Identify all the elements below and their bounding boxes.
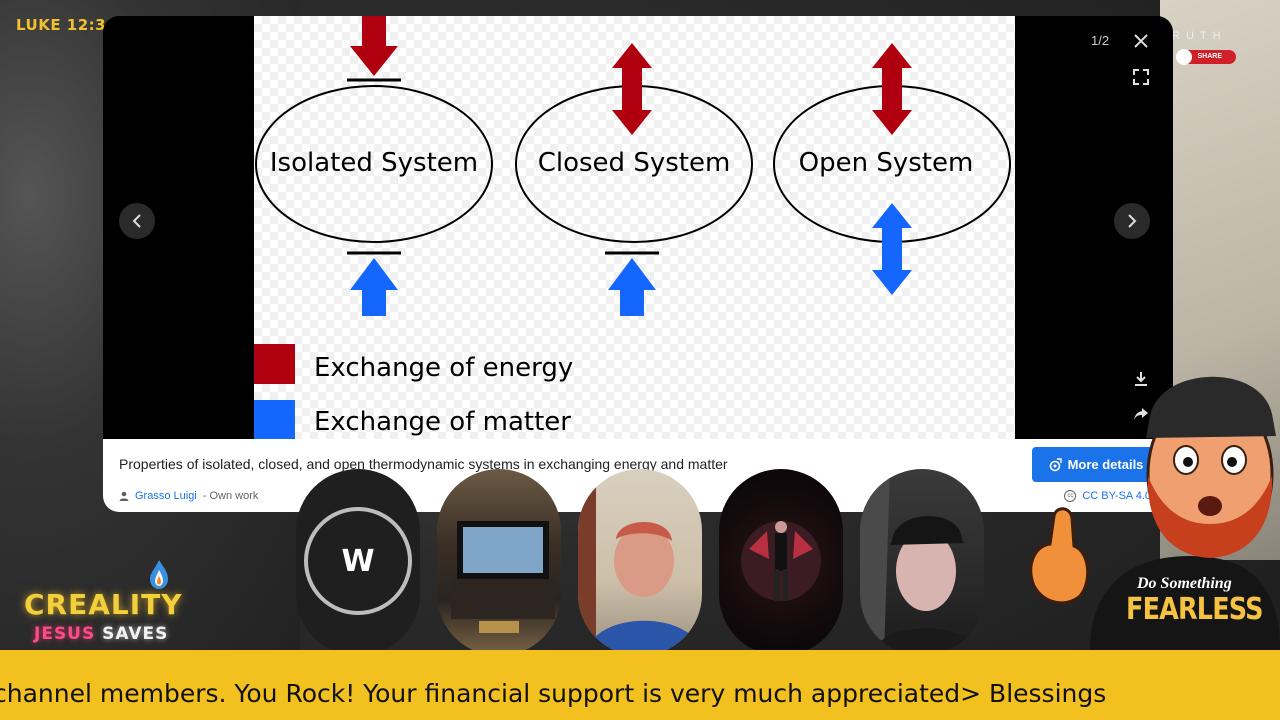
chevron-right-icon xyxy=(1128,214,1137,228)
more-details-label: More details xyxy=(1067,457,1144,472)
logo-word-jesus: JESUS xyxy=(34,624,96,644)
author-link[interactable]: Grasso Luigi xyxy=(135,490,197,502)
participant-tile-2[interactable] xyxy=(437,469,561,656)
channel-logo-subtitle: JESUS SAVES xyxy=(34,624,168,644)
image-caption: Properties of isolated, closed, and open… xyxy=(119,456,728,472)
fullscreen-button[interactable] xyxy=(1127,63,1155,91)
legend-label-matter: Exchange of matter xyxy=(314,407,571,437)
scrolling-ticker: channel members. You Rock! Your financia… xyxy=(0,650,1280,720)
mascot-shirt-line-1: Do Something xyxy=(1137,575,1232,592)
mascot-shirt-line-2: FEARLESS xyxy=(1126,592,1264,627)
energy-arrow-both-closed xyxy=(612,43,652,135)
next-image-button[interactable] xyxy=(1114,203,1150,239)
system-label: Isolated System xyxy=(270,148,478,178)
download-icon xyxy=(1135,372,1147,386)
flame-icon xyxy=(150,560,168,589)
more-details-button[interactable]: More details xyxy=(1032,447,1159,482)
chevron-left-icon xyxy=(132,214,141,228)
share-arrow-icon xyxy=(1134,408,1148,420)
thermodynamic-systems-diagram: Isolated System Closed System Open Syste… xyxy=(254,16,1011,439)
author-row: Grasso Luigi - Own work xyxy=(119,490,258,502)
book-texture xyxy=(1189,162,1280,237)
close-icon xyxy=(1134,34,1148,48)
share-badge: SHARE xyxy=(1176,49,1236,65)
matter-arrow-both-open xyxy=(872,203,912,295)
scripture-reference: LUKE 12:3 xyxy=(16,16,107,34)
image-lightbox: Isolated System Closed System Open Syste… xyxy=(103,16,1173,512)
legend-swatch-matter xyxy=(254,400,295,439)
mascot-illustration xyxy=(1029,376,1280,650)
ticker-text: channel members. You Rock! Your financia… xyxy=(0,679,1107,708)
isolated-system-ellipse xyxy=(255,85,493,243)
lens-icon xyxy=(1049,457,1062,471)
energy-arrow-both-open xyxy=(872,43,912,135)
diagram-image: Isolated System Closed System Open Syste… xyxy=(254,16,1015,439)
participant-video-3 xyxy=(578,469,702,656)
fullscreen-icon xyxy=(1133,69,1149,85)
matter-arrow-in-isolated xyxy=(350,258,398,316)
legend-swatch-energy xyxy=(254,344,295,384)
energy-arrow-in-isolated xyxy=(350,16,398,76)
channel-logo-title: CREALITY xyxy=(24,588,183,621)
logo-word-saves: SAVES xyxy=(102,624,169,644)
person-icon xyxy=(119,491,129,501)
matter-arrow-in-closed xyxy=(608,258,656,316)
license-link[interactable]: cc CC BY-SA 4.0 xyxy=(1064,490,1151,502)
author-suffix: - Own work xyxy=(202,490,259,502)
system-label: Open System xyxy=(799,148,974,178)
participant-avatar-4 xyxy=(741,521,821,601)
participant-tile-3[interactable] xyxy=(578,469,702,656)
image-counter: 1/2 xyxy=(1091,33,1110,48)
license-label: CC BY-SA 4.0 xyxy=(1082,490,1151,502)
system-label: Closed System xyxy=(538,148,731,178)
participant-tile-1[interactable]: W xyxy=(296,469,420,656)
share-button[interactable] xyxy=(1127,400,1155,428)
participant-video-5 xyxy=(860,469,982,656)
legend-label-energy: Exchange of energy xyxy=(314,353,573,383)
close-button[interactable] xyxy=(1127,27,1155,55)
participant-tile-4[interactable] xyxy=(719,469,843,656)
participant-video-2 xyxy=(451,521,555,633)
truth-label: RUTH xyxy=(1172,30,1227,42)
previous-image-button[interactable] xyxy=(119,203,155,239)
download-button[interactable] xyxy=(1127,365,1155,393)
participant-tile-5[interactable] xyxy=(860,469,984,656)
cc-icon: cc xyxy=(1064,490,1077,502)
participant-initial-avatar: W xyxy=(304,507,412,615)
